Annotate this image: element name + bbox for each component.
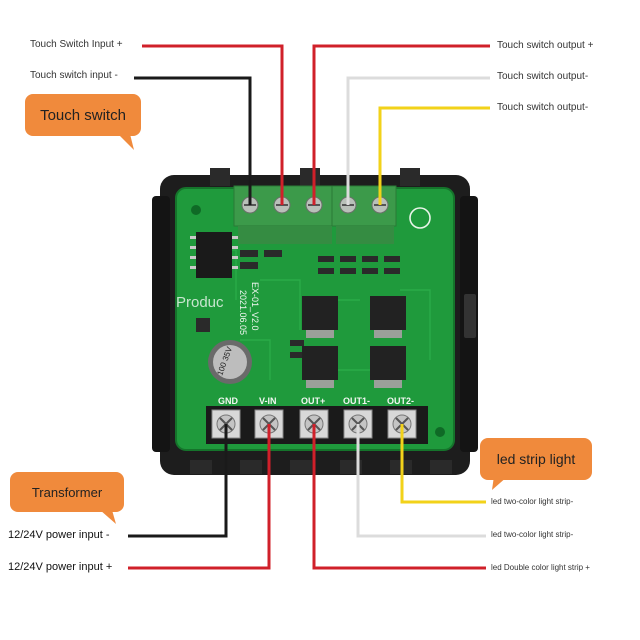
wire-touch-output-minus-2 bbox=[378, 106, 490, 205]
ic-pins bbox=[190, 236, 238, 269]
bottom-wires bbox=[128, 424, 486, 570]
label-touch-input-plus: Touch Switch Input + bbox=[30, 39, 123, 50]
callout-touch-switch: Touch switch bbox=[25, 94, 141, 136]
top-wires bbox=[134, 44, 490, 205]
mosfets bbox=[302, 296, 406, 388]
wire-power-minus bbox=[128, 424, 228, 538]
capacitor-top bbox=[213, 345, 247, 379]
label-touch-output-plus: Touch switch output + bbox=[497, 40, 594, 51]
label-touch-input-minus: Touch switch input - bbox=[30, 70, 118, 81]
mount-hole bbox=[191, 205, 201, 215]
wire-led-plus bbox=[312, 424, 486, 570]
wire-touch-output-plus bbox=[312, 44, 490, 205]
label-led-minus-2: led two-color light strip- bbox=[491, 530, 574, 539]
silk-model: EX-01_V2.0 bbox=[250, 282, 260, 331]
terminal-base-left bbox=[238, 226, 332, 244]
smd-components bbox=[196, 250, 400, 358]
mount-hole bbox=[435, 427, 445, 437]
enclosure-left-rail bbox=[152, 196, 170, 452]
silk-date: 2021.06.05 bbox=[238, 290, 248, 335]
silk-out1-minus: OUT1- bbox=[343, 396, 370, 406]
silk-out2-minus: OUT2- bbox=[387, 396, 414, 406]
silk-out-plus: OUT+ bbox=[301, 396, 325, 406]
callout-tail-transformer bbox=[100, 510, 116, 524]
board-logo bbox=[409, 207, 431, 229]
wire-touch-input-minus bbox=[134, 76, 252, 205]
label-power-minus: 12/24V power input - bbox=[8, 529, 110, 541]
enclosure-clip bbox=[464, 294, 476, 338]
terminal-base-right bbox=[336, 226, 394, 244]
watermark-text: Produc bbox=[176, 294, 224, 311]
wire-touch-output-minus-1 bbox=[346, 76, 490, 205]
callout-transformer: Transformer bbox=[10, 472, 124, 512]
label-power-plus: 12/24V power input + bbox=[8, 561, 113, 573]
silk-vin: V-IN bbox=[259, 396, 277, 406]
callout-led-strip: led strip light bbox=[480, 438, 592, 480]
silk-gnd: GND bbox=[218, 396, 239, 406]
label-touch-output-minus-2: Touch switch output- bbox=[497, 102, 589, 113]
wire-led-minus-1 bbox=[400, 424, 486, 504]
label-led-plus: led Double color light strip + bbox=[491, 563, 590, 572]
label-touch-output-minus-1: Touch switch output- bbox=[497, 71, 589, 82]
label-led-minus-1: led two-color light strip- bbox=[491, 497, 574, 506]
wire-led-minus-2 bbox=[356, 424, 486, 538]
ic-chip bbox=[196, 232, 232, 278]
callout-tail-touch bbox=[118, 134, 134, 150]
wire-power-plus bbox=[128, 424, 271, 570]
wire-touch-input-plus bbox=[142, 44, 284, 205]
